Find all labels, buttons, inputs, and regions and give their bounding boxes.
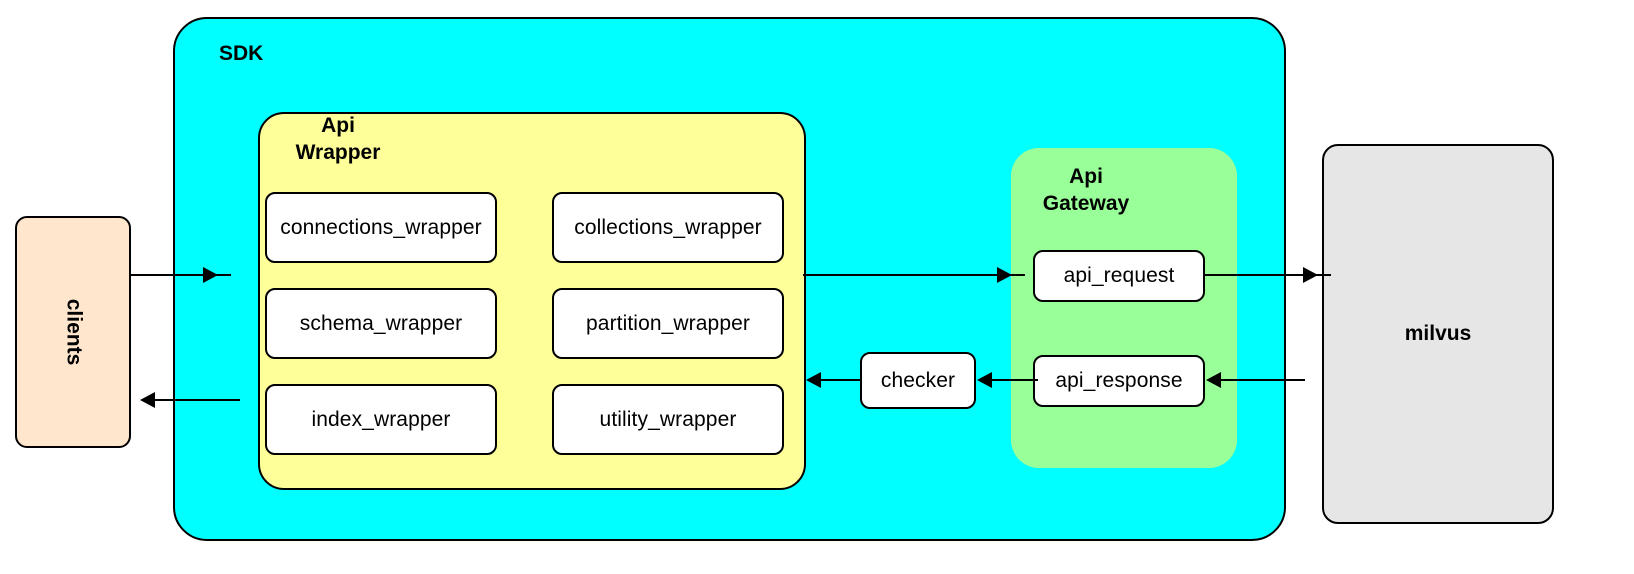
connector-api-wrapper-to-api-gateway (803, 274, 1025, 276)
node-schema-wrapper[interactable]: schema_wrapper (265, 288, 497, 359)
node-checker[interactable]: checker (860, 352, 976, 409)
connector-api-wrapper-to-clients (148, 399, 240, 401)
node-api-request[interactable]: api_request (1033, 250, 1205, 302)
milvus-node[interactable]: milvus (1322, 144, 1554, 524)
node-utility-wrapper[interactable]: utility_wrapper (552, 384, 784, 455)
clients-node-label: clients (62, 298, 85, 366)
arrowhead-right-icon (203, 267, 218, 283)
arrowhead-left-icon (806, 372, 821, 388)
api-gateway-container-label: Api Gateway (1042, 165, 1130, 215)
connector-clients-to-api-wrapper (131, 274, 231, 276)
arrowhead-left-icon (977, 372, 992, 388)
sdk-container-label: SDK (219, 42, 264, 65)
arrowhead-right-icon (997, 267, 1012, 283)
node-collections-wrapper[interactable]: collections_wrapper (552, 192, 784, 263)
arrowhead-left-icon (140, 392, 155, 408)
node-api-response[interactable]: api_response (1033, 355, 1205, 407)
api-wrapper-container-label: Api Wrapper (295, 114, 381, 164)
node-index-wrapper[interactable]: index_wrapper (265, 384, 497, 455)
arrowhead-right-icon (1303, 267, 1318, 283)
node-connections-wrapper[interactable]: connections_wrapper (265, 192, 497, 263)
node-partition-wrapper[interactable]: partition_wrapper (552, 288, 784, 359)
clients-node[interactable]: clients (15, 216, 131, 448)
api-gateway-container (1011, 148, 1237, 468)
connector-api-response-to-checker (984, 379, 1038, 381)
arrowhead-left-icon (1206, 372, 1221, 388)
connector-checker-to-api-wrapper (818, 379, 862, 381)
connector-milvus-to-api-response (1213, 379, 1305, 381)
connector-api-request-to-milvus (1205, 274, 1331, 276)
